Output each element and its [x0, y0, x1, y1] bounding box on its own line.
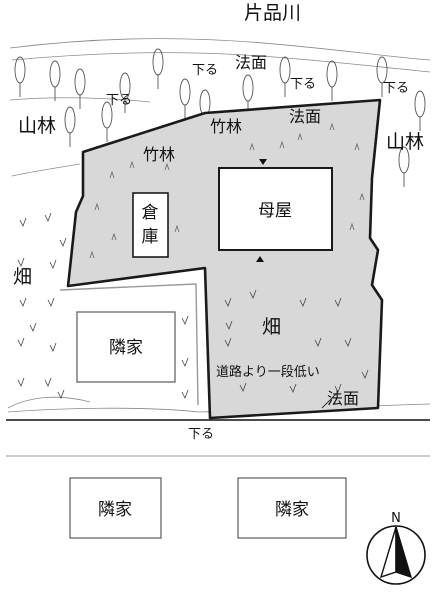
- bamboo-marks: [89, 122, 365, 259]
- entrance-marker-top: [259, 159, 267, 165]
- main-house-label: 母屋: [258, 201, 292, 221]
- bamboo-label-2: 竹林: [143, 145, 175, 164]
- downhill-label-3: 下る: [290, 77, 316, 92]
- woods-label-left: 山林: [18, 115, 56, 137]
- neighbor-label-bottom-right: 隣家: [275, 500, 309, 520]
- downhill-label-4: 下る: [383, 81, 409, 96]
- main-house-building: [218, 167, 333, 251]
- neighbor-house-bottom-right: [237, 477, 347, 539]
- storehouse-label-char: 庫: [142, 227, 159, 247]
- downhill-label-road: 下る: [188, 427, 214, 442]
- storehouse-label-char: 倉: [142, 203, 159, 223]
- neighbor-lot-outline: [59, 283, 199, 406]
- slope-label-lower: 法面: [327, 389, 359, 408]
- river-label: 片品川: [244, 2, 301, 24]
- slope-label-top: 法面: [235, 53, 267, 72]
- slope-label-site: 法面: [289, 107, 321, 126]
- downhill-label-2: 下る: [192, 63, 218, 78]
- storehouse-building: [132, 192, 169, 258]
- neighbor-house-bottom-left: [69, 477, 162, 539]
- slope-leader-line: [321, 393, 337, 409]
- field-label-left: 畑: [13, 266, 32, 288]
- bamboo-label-1: 竹林: [210, 117, 242, 136]
- lower-than-road-note: 道路より一段低い: [216, 364, 320, 380]
- north-compass: N: [366, 511, 426, 585]
- field-marks: [17, 212, 369, 399]
- neighbor-house-left: [76, 311, 176, 383]
- compass-arrow-right: [395, 526, 413, 579]
- storehouse-label: 倉庫: [142, 203, 159, 247]
- neighbor-label-bottom-left: 隣家: [98, 500, 132, 520]
- north-label: N: [391, 511, 401, 526]
- entrance-marker-bottom: [256, 256, 264, 262]
- neighbor-label-left: 隣家: [109, 338, 143, 358]
- field-label-main: 畑: [262, 316, 281, 338]
- downhill-label-1: 下る: [106, 93, 132, 108]
- woods-label-right: 山林: [386, 131, 424, 153]
